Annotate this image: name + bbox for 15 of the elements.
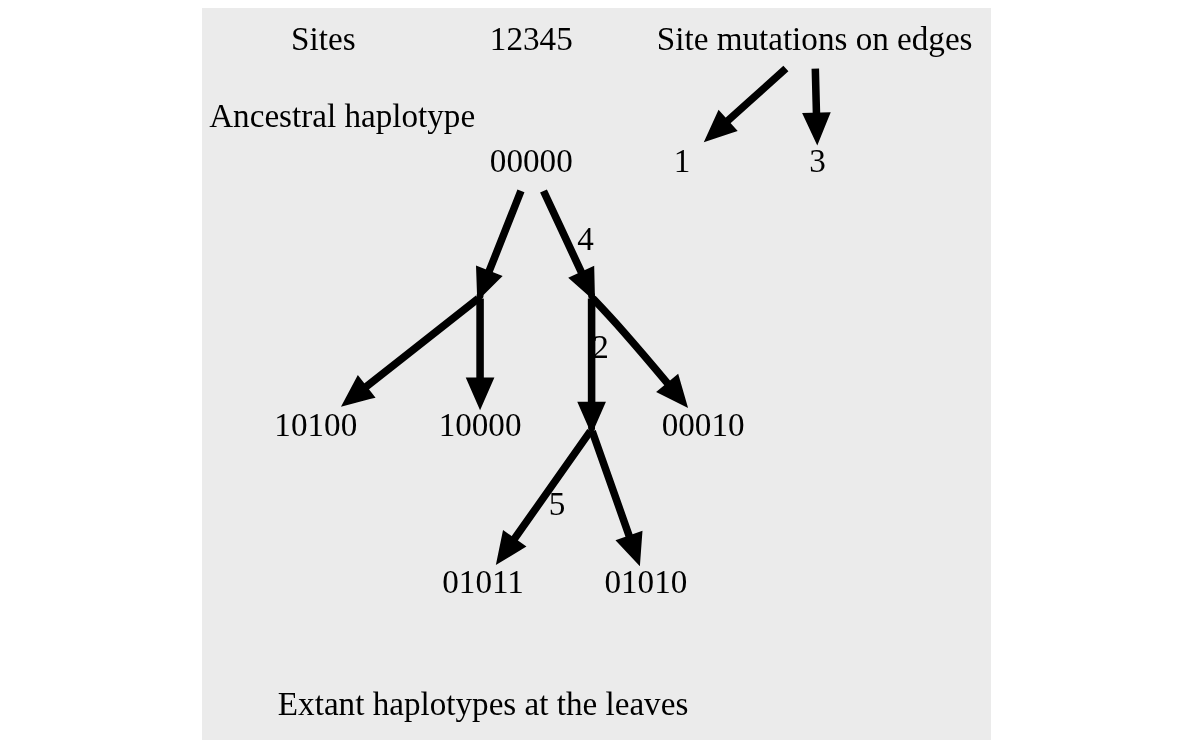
edge-label: 4 bbox=[577, 220, 594, 258]
node-label: Ancestral haplotype bbox=[209, 96, 476, 134]
node-text: 00000 bbox=[489, 141, 573, 179]
node-text: 1 bbox=[673, 141, 691, 179]
label: Sites bbox=[291, 19, 356, 57]
node-text: 10000 bbox=[438, 406, 522, 444]
edge-label: 5 bbox=[548, 484, 566, 522]
node-text: Site mutations on edges bbox=[656, 19, 973, 57]
node-text: 3 bbox=[809, 141, 826, 179]
node-text: 10100 bbox=[274, 406, 358, 444]
node-text: 01010 bbox=[604, 563, 688, 601]
node-text: 01011 bbox=[442, 563, 524, 601]
node-text: 00010 bbox=[661, 406, 745, 444]
label: 12345 bbox=[489, 19, 573, 57]
label: Extant haplotypes at the leaves bbox=[277, 685, 689, 723]
